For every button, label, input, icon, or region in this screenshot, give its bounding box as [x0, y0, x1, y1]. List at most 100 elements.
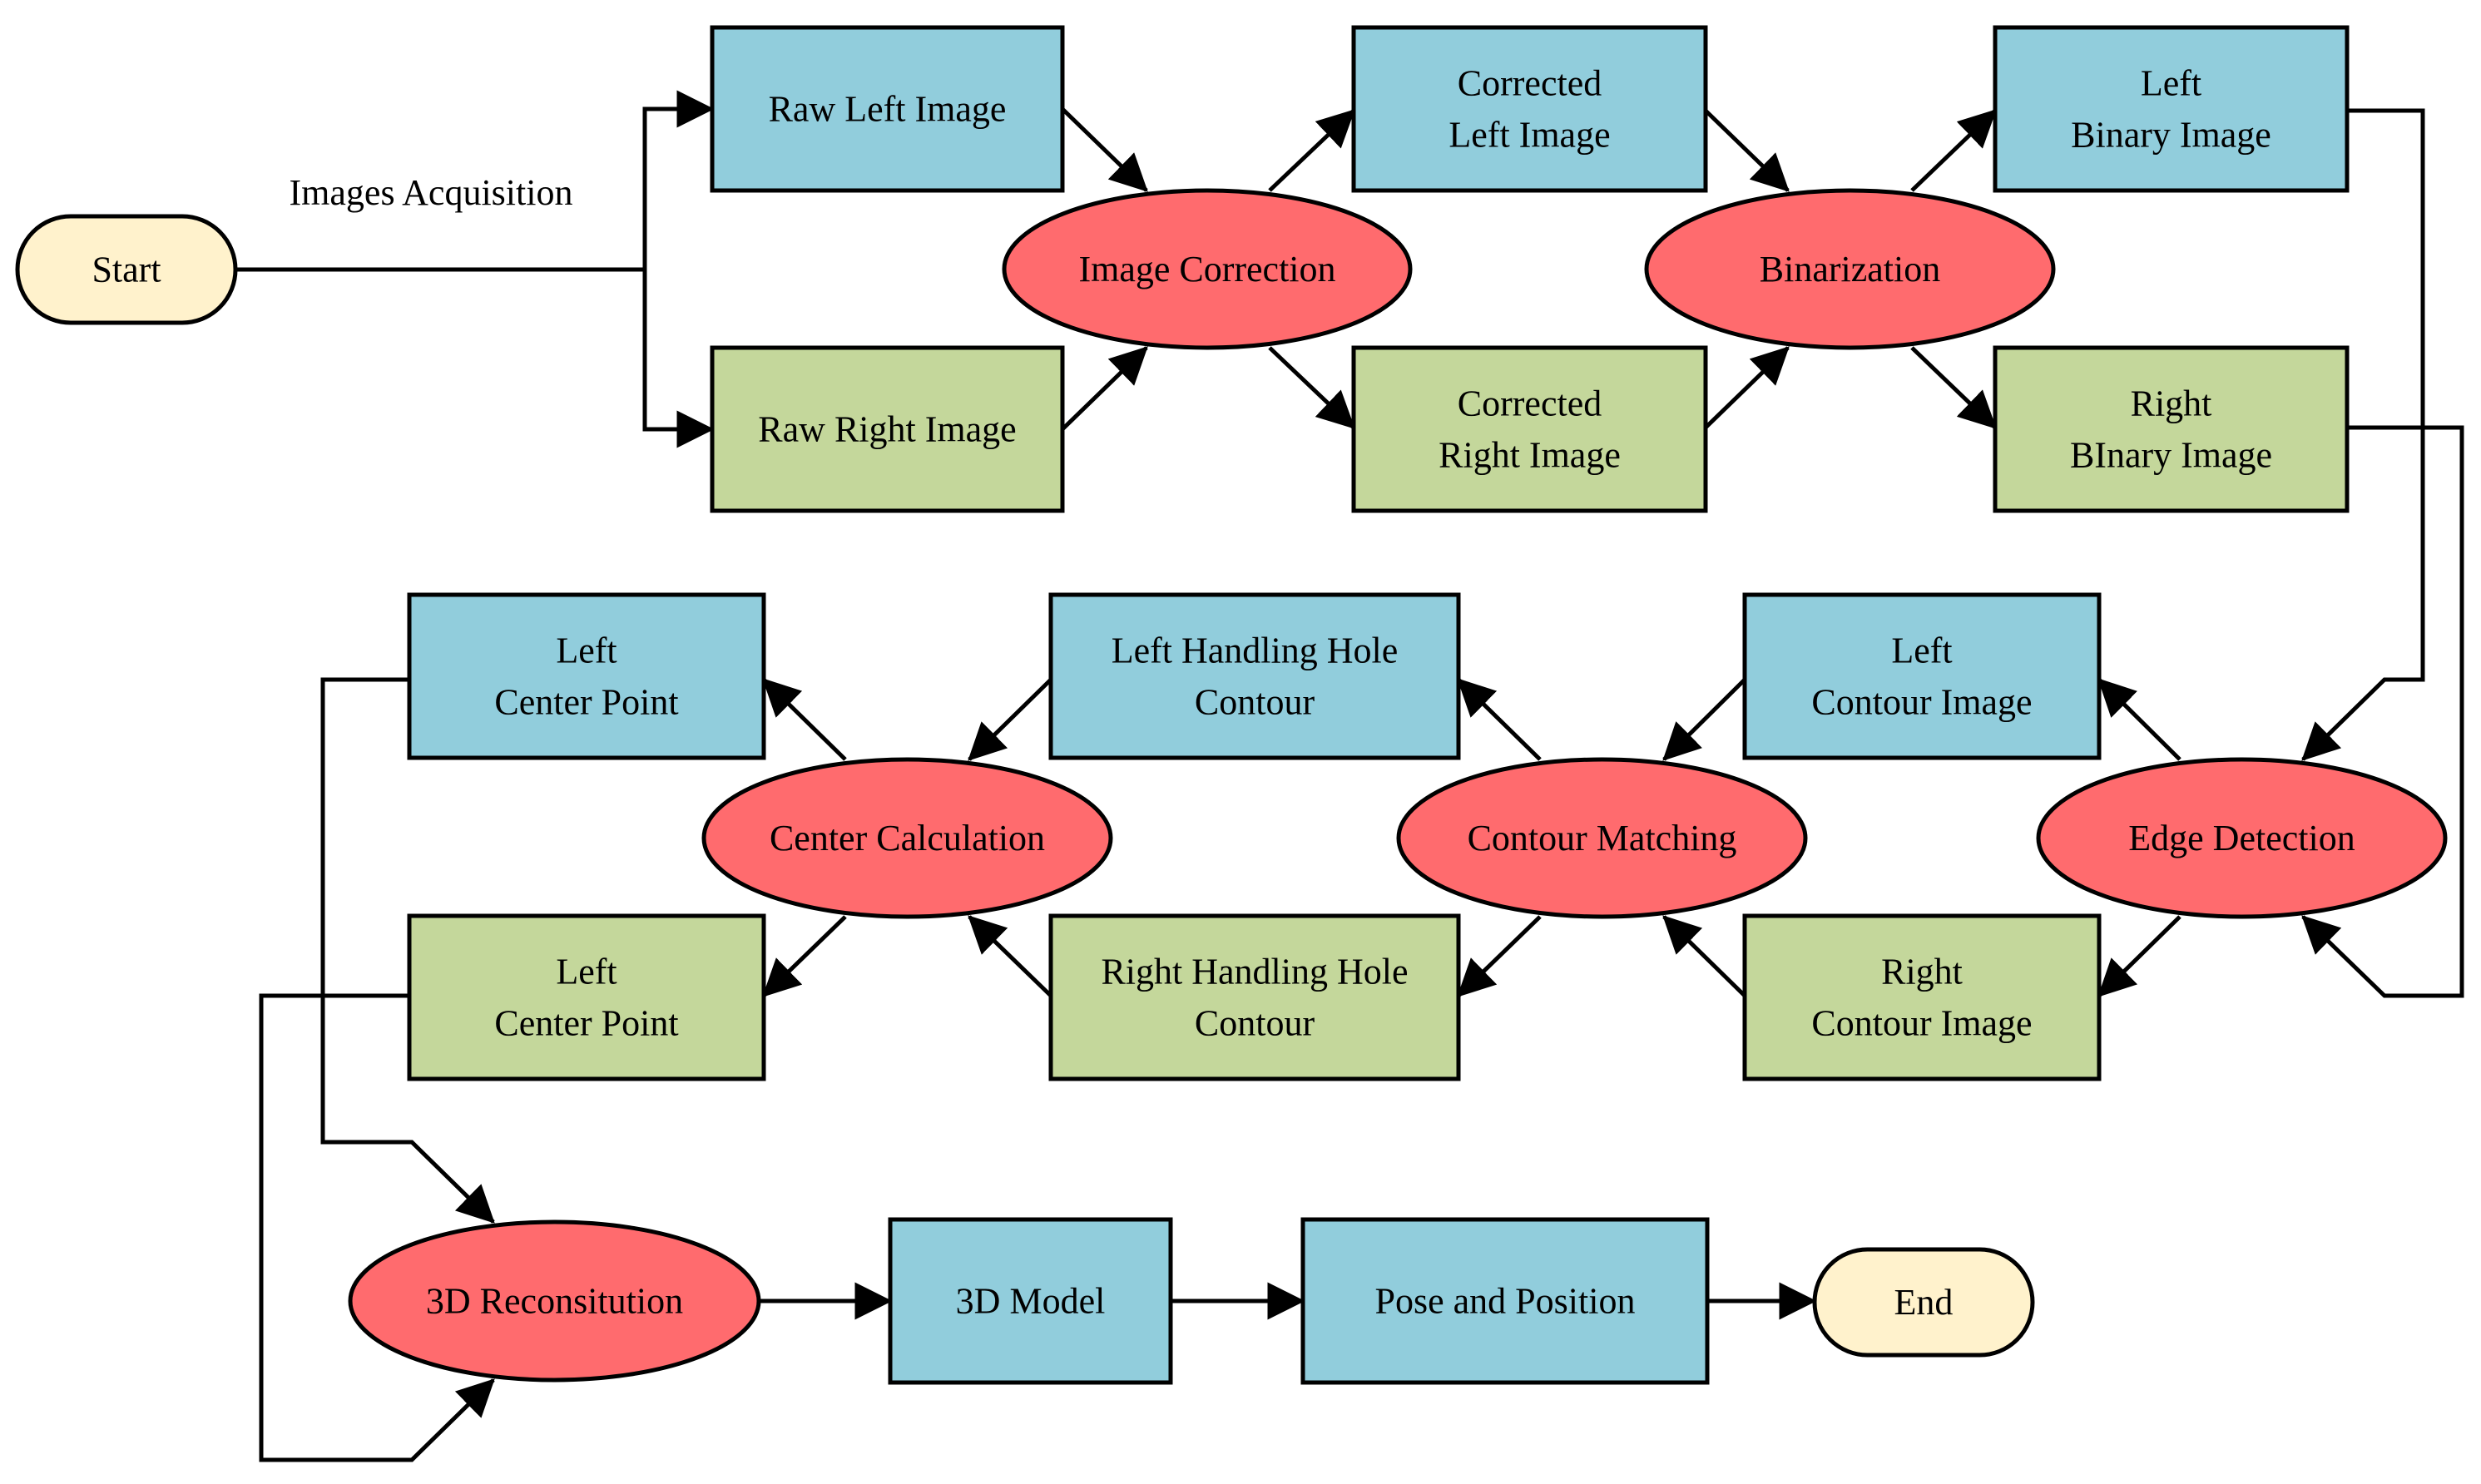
node-raw-left-image: Raw Left Image [710, 25, 1065, 193]
node-start-label-1: Start [92, 250, 161, 290]
arrow-matching-to-left-hole [1457, 678, 1542, 761]
node-edge-detection-shape [2036, 757, 2448, 919]
node-pose-and-position: Pose and Position [1300, 1217, 1710, 1385]
arrow-binarization-to-right-binary [1910, 346, 1997, 429]
node-raw-left-image-label-1: Raw Left Image [769, 89, 1007, 130]
node-right-contour-image-label-2: Contour Image [1811, 1003, 2032, 1044]
node-left-center-point-label-2: Center Point [494, 682, 678, 723]
node-3d-reconsitution-label-1: 3D Reconsitution [426, 1281, 683, 1322]
node-3d-model: 3D Model [888, 1217, 1173, 1385]
node-end: End [1812, 1247, 2035, 1358]
edge-label-images-acquisition: Images Acquisition [290, 172, 573, 213]
arrow-binarization-to-left-binary [1910, 109, 1997, 192]
arrow-center-to-left-center [762, 678, 847, 761]
node-left-center-point-2-label-1: Left [556, 952, 617, 992]
arrow-left-center-to-reconstitution [320, 677, 495, 1224]
node-image-correction: Image Correction [1002, 188, 1413, 350]
node-end-shape [1812, 1247, 2035, 1358]
node-corrected-right-image-shape [1351, 345, 1708, 513]
node-edge-detection: Edge Detection [2036, 757, 2448, 919]
node-right-binary-image-shape [1993, 345, 2350, 513]
node-corrected-left-image-shape [1351, 25, 1708, 193]
arrow-right-hole-to-center [968, 915, 1052, 997]
node-3d-model-shape [888, 1217, 1173, 1385]
node-raw-right-image-shape [710, 345, 1065, 513]
arrow-edge-to-left-contour [2097, 678, 2181, 761]
node-left-binary-image-label-1: Left [2141, 63, 2201, 104]
node-raw-right-image: Raw Right Image [710, 345, 1065, 513]
arrow-correction-to-corrected-left [1268, 109, 1355, 192]
node-left-handling-hole-contour-label-1: Left Handling Hole [1112, 631, 1399, 671]
node-left-center-point-2-label-2: Center Point [494, 1003, 678, 1044]
arrow-to-raw-right [642, 270, 715, 448]
arrow-raw-right-to-correction [1061, 346, 1148, 431]
node-edge-detection-label-1: Edge Detection [2128, 818, 2355, 858]
arrow-right-binary-to-edge [2301, 425, 2464, 998]
node-right-binary-image-label-1: Right [2131, 383, 2212, 424]
node-contour-matching-shape [1396, 757, 1808, 919]
node-left-center-point-shape [407, 592, 766, 760]
arrow-corrected-right-to-binarization [1704, 346, 1790, 429]
node-left-center-point-label-1: Left [556, 631, 617, 671]
node-raw-left-image-shape [710, 25, 1065, 193]
node-right-contour-image-label-1: Right [1881, 952, 1963, 992]
node-left-contour-image-label-1: Left [1891, 631, 1952, 671]
node-left-handling-hole-contour-shape [1048, 592, 1461, 760]
node-binarization-shape [1644, 188, 2056, 350]
node-contour-matching-label-1: Contour Matching [1468, 818, 1737, 858]
node-binarization: Binarization [1644, 188, 2056, 350]
node-contour-matching: Contour Matching [1396, 757, 1808, 919]
node-raw-right-image-label-1: Raw Right Image [758, 409, 1016, 450]
node-left-handling-hole-contour-label-2: Contour [1195, 682, 1315, 723]
node-right-handling-hole-contour-label-1: Right Handling Hole [1101, 952, 1408, 992]
arrow-center-to-left-center-2 [762, 915, 847, 997]
arrow-left-binary-to-edge [2301, 108, 2425, 761]
node-corrected-right-image-label-2: Right Image [1439, 435, 1621, 476]
node-center-calculation-shape [701, 757, 1113, 919]
node-corrected-left-image-label-1: Corrected [1458, 63, 1602, 104]
connectors [235, 90, 2464, 1462]
node-3d-model-label-1: 3D Model [956, 1281, 1106, 1322]
node-binarization-label-1: Binarization [1760, 249, 1941, 289]
node-image-correction-shape [1002, 188, 1413, 350]
arrow-left-hole-to-center [968, 678, 1052, 761]
node-3d-reconsitution: 3D Reconsitution [348, 1219, 761, 1383]
node-start: Start [15, 214, 238, 325]
node-corrected-right-image-label-1: Corrected [1458, 383, 1602, 424]
arrow-matching-to-right-hole [1457, 915, 1542, 997]
arrow-edge-to-right-contour [2097, 915, 2181, 997]
node-left-contour-image-shape [1742, 592, 2102, 760]
node-center-calculation: Center Calculation [701, 757, 1113, 919]
node-corrected-left-image-label-2: Left Image [1448, 115, 1610, 156]
arrow-right-contour-to-matching [1662, 915, 1746, 997]
node-right-binary-image-label-2: BInary Image [2070, 435, 2272, 476]
node-3d-reconsitution-shape [348, 1219, 761, 1383]
node-left-center-point-2-shape [407, 913, 766, 1081]
node-image-correction-label-1: Image Correction [1078, 249, 1335, 289]
node-left-binary-image-shape [1993, 25, 2350, 193]
arrow-raw-left-to-correction [1061, 107, 1148, 192]
node-right-handling-hole-contour-label-2: Contour [1195, 1003, 1315, 1044]
node-pose-and-position-label-1: Pose and Position [1375, 1281, 1636, 1322]
node-pose-and-position-shape [1300, 1217, 1710, 1385]
node-right-handling-hole-contour-shape [1048, 913, 1461, 1081]
node-left-binary-image-label-2: Binary Image [2071, 115, 2271, 156]
arrow-to-raw-left [642, 90, 715, 270]
node-start-shape [15, 214, 238, 325]
arrow-corrected-left-to-binarization [1704, 109, 1790, 192]
arrow-correction-to-corrected-right [1268, 346, 1355, 429]
node-right-contour-image-shape [1742, 913, 2102, 1081]
node-left-contour-image-label-2: Contour Image [1811, 682, 2032, 723]
arrow-left-center-2-to-reconstitution [259, 993, 495, 1462]
node-center-calculation-label-1: Center Calculation [770, 818, 1045, 858]
